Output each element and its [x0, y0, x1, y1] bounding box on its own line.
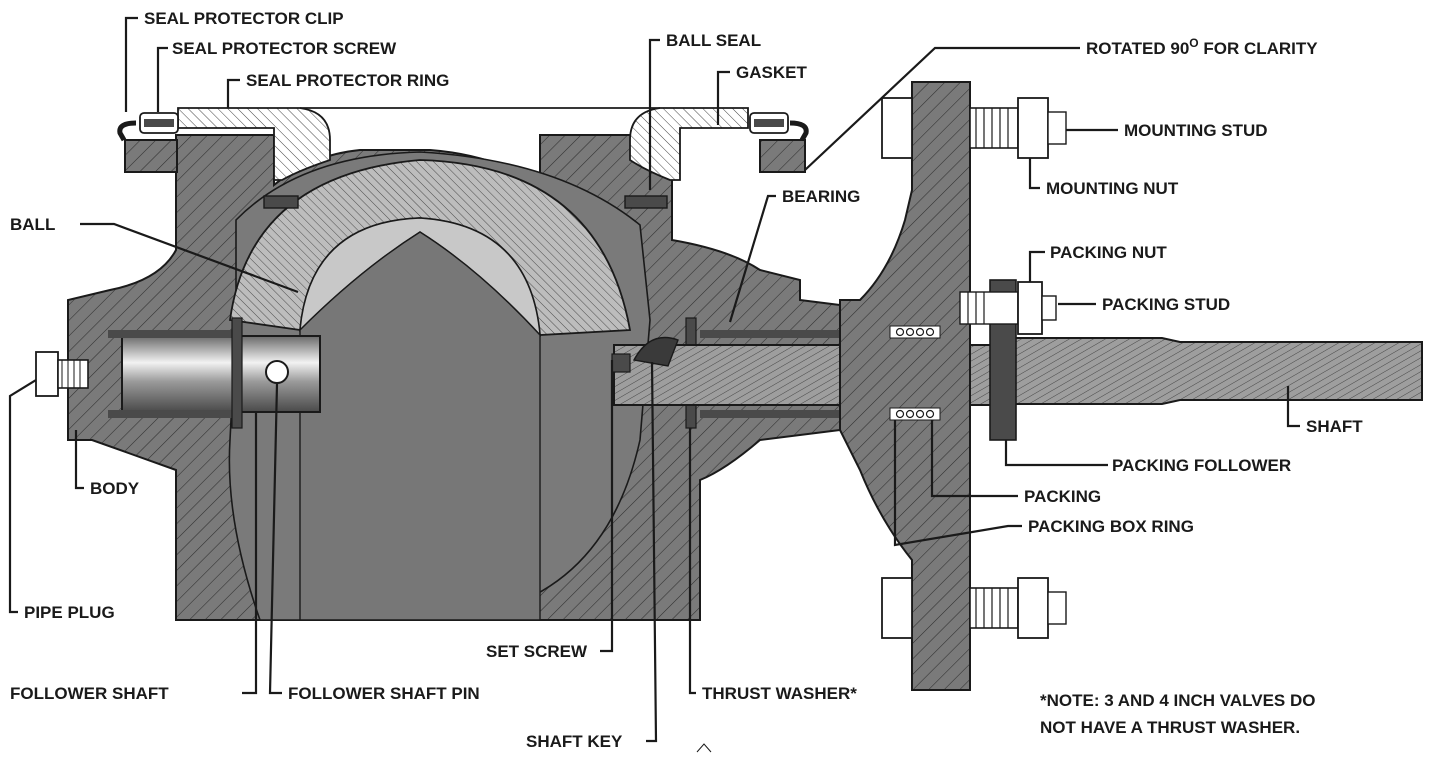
- label-body: BODY: [90, 479, 140, 498]
- label-bearing: BEARING: [782, 187, 860, 206]
- ball-seal: [263, 195, 668, 209]
- label-follower-shaft: FOLLOWER SHAFT: [10, 684, 169, 703]
- packing-stud: [959, 281, 1057, 335]
- label-packing-stud: PACKING STUD: [1102, 295, 1230, 314]
- label-packing-box-ring: PACKING BOX RING: [1028, 517, 1194, 536]
- label-shaft: SHAFT: [1306, 417, 1363, 436]
- label-packing-follower: PACKING FOLLOWER: [1112, 456, 1291, 475]
- label-thrust-washer: THRUST WASHER*: [702, 684, 857, 703]
- seal-protector-screw: [117, 112, 809, 142]
- leader-lines: [8, 16, 1300, 743]
- seal-protector-ring: [177, 107, 749, 181]
- label-seal-protector-ring: SEAL PROTECTOR RING: [246, 71, 449, 90]
- label-gasket: GASKET: [736, 63, 807, 82]
- note-line-2: NOT HAVE A THRUST WASHER.: [1040, 718, 1300, 737]
- label-seal-protector-screw: SEAL PROTECTOR SCREW: [172, 39, 397, 58]
- label-follower-shaft-pin: FOLLOWER SHAFT PIN: [288, 684, 480, 703]
- mounting-stud-top: [881, 97, 1067, 159]
- pipe-plug: [35, 351, 89, 397]
- label-packing-nut: PACKING NUT: [1050, 243, 1167, 262]
- caret-mark: [696, 743, 712, 753]
- label-packing: PACKING: [1024, 487, 1101, 506]
- note-line-1: *NOTE: 3 AND 4 INCH VALVES DO: [1040, 691, 1316, 710]
- label-shaft-key: SHAFT KEY: [526, 732, 623, 751]
- label-ball-seal: BALL SEAL: [666, 31, 761, 50]
- label-rotated: ROTATED 90O FOR CLARITY: [1086, 36, 1318, 58]
- packing: [889, 325, 941, 421]
- label-mounting-stud: MOUNTING STUD: [1124, 121, 1268, 140]
- mounting-stud-bottom: [881, 577, 1067, 639]
- label-pipe-plug: PIPE PLUG: [24, 603, 115, 622]
- callout-labels: SEAL PROTECTOR CLIP SEAL PROTECTOR SCREW…: [10, 9, 1363, 751]
- ball: [228, 159, 632, 621]
- label-seal-protector-clip: SEAL PROTECTOR CLIP: [144, 9, 344, 28]
- label-mounting-nut: MOUNTING NUT: [1046, 179, 1179, 198]
- label-ball: BALL: [10, 215, 55, 234]
- label-set-screw: SET SCREW: [486, 642, 588, 661]
- follower-shaft: [108, 330, 321, 418]
